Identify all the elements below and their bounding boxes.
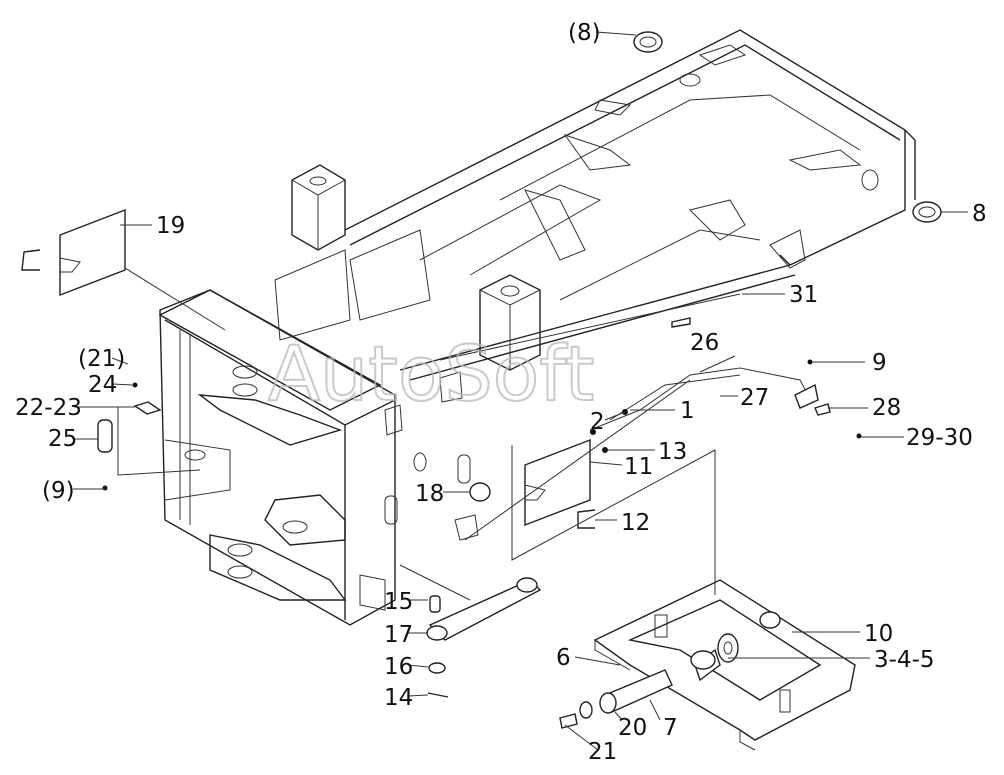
callout-10: 10 <box>864 621 893 647</box>
callout-9-paren: (9) <box>42 478 75 504</box>
callout-11: 11 <box>624 454 653 480</box>
callout-9: 9 <box>872 350 887 376</box>
washer-20 <box>579 701 593 719</box>
bolt-21 <box>559 713 578 729</box>
callout-29-30: 29-30 <box>906 425 973 451</box>
cover-plate-11 <box>524 438 591 527</box>
pin-15 <box>429 595 441 613</box>
washer-16 <box>428 662 446 674</box>
rear-axle-support <box>593 579 856 751</box>
small-parts <box>21 31 942 729</box>
u-clip-12 <box>577 509 596 529</box>
end-ring-right <box>912 201 942 223</box>
end-ring-upper <box>633 31 663 53</box>
leader-lines <box>73 31 968 751</box>
callout-3-4-5: 3-4-5 <box>874 647 935 673</box>
callout-12: 12 <box>621 510 650 536</box>
spacer-6 <box>690 650 716 670</box>
callout-24: 24 <box>88 372 117 398</box>
callout-21: 21 <box>588 739 617 765</box>
callout-25: 25 <box>48 426 77 452</box>
callout-27: 27 <box>740 385 769 411</box>
callout-2: 2 <box>590 409 605 435</box>
bush-18 <box>469 482 491 502</box>
callout-28: 28 <box>872 395 901 421</box>
callout-22-23: 22-23 <box>15 395 82 421</box>
watermark: AutoSoft <box>268 329 594 418</box>
callout-20: 20 <box>618 715 647 741</box>
callout-8-right: 8 <box>972 201 987 227</box>
callout-6: 6 <box>556 645 571 671</box>
pin-25 <box>97 419 113 453</box>
callout-7: 7 <box>663 715 678 741</box>
callout-15: 15 <box>384 589 413 615</box>
rear-frame-body <box>274 29 916 381</box>
block-22 <box>133 401 162 415</box>
callout-18: 18 <box>415 481 444 507</box>
callout-13: 13 <box>658 439 687 465</box>
callout-31: 31 <box>789 282 818 308</box>
callout-8-upper: (8) <box>568 20 601 46</box>
callout-1: 1 <box>680 398 695 424</box>
callout-21-paren: (21) <box>78 346 125 372</box>
u-clip-left <box>21 249 41 271</box>
callout-19: 19 <box>156 213 185 239</box>
callout-labels: (8) 8 19 31 (21) 24 22-23 25 (9) 26 9 27… <box>15 20 987 765</box>
callout-16: 16 <box>384 654 413 680</box>
callout-17: 17 <box>384 622 413 648</box>
front-hinge-block <box>158 289 479 626</box>
callout-14: 14 <box>384 685 413 711</box>
cotter-14 <box>427 692 449 698</box>
cover-plate-19 <box>59 208 126 297</box>
callout-26: 26 <box>690 330 719 356</box>
